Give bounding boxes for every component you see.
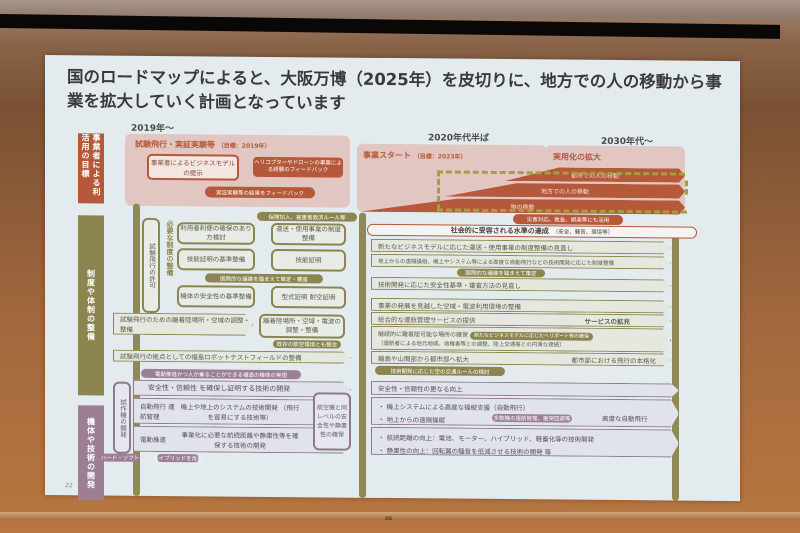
insurance-pill: 保険加入、被害者救済ルール等 [257, 211, 357, 222]
electric-aircraft-pill: 電動推進かつ人が乗ることができる構造の機体の実現 [141, 368, 301, 380]
period-2020s: 2020年代半ば [428, 133, 490, 144]
hardsoft-pill: ハード・ソフト [100, 453, 140, 462]
category-goal: 事業者による利活用の目標 [78, 133, 104, 204]
business-model-box: 事業者によるビジネスモデルの提示 [147, 153, 239, 181]
service-expand-label: サービスの拡充 [584, 317, 630, 326]
trial-permit-box: 試験飛行の許可 [142, 217, 160, 314]
landing-site-trial-bar: 試験飛行のための離着陸場所・空域の調整・整備 [113, 313, 253, 336]
onboard-text: ・ 機上システムによる高度な操縦支援（自動飛行） [378, 402, 530, 413]
aircraft-level-box: 航空機と同レベルの安全性や静粛性の確保 [313, 392, 351, 451]
social-acceptance-note: （安全、騒音、環境等） [552, 229, 614, 236]
heli-feedback-box: ヘリコプターやドローンの事業による経験のフィードバック [253, 156, 343, 178]
skill-cert-box: 技能証明 [271, 248, 346, 272]
advanced-auto-label: 高度な自動飛行 [602, 414, 648, 424]
multi-pill: 多数機の運航管理、衝突回避等 [492, 414, 572, 423]
result-feedback-pill: 実証実験等の結果をフィードバック [205, 186, 315, 199]
dashed-line-vertical [437, 170, 440, 211]
timeline-rail-2030s [672, 228, 679, 501]
prototype-box: 試作機の開発 [113, 381, 131, 454]
social-acceptance-label: 社会的に受容される水準の達成 [450, 226, 549, 236]
social-acceptance-bar: 社会的に受容される水準の達成 （安全、騒音、環境等） [367, 223, 697, 239]
bar-remote: 地上からの遠隔操縦、機上やシステム等による高度な自動飛行などの技術開発に応じた制… [371, 254, 671, 270]
projected-slide: 国のロードマップによると、大阪万博（2025年）を皮切りに、地方での人の移動から… [45, 55, 740, 502]
intl-pill: 国際的な議論を踏まえて策定・審査 [205, 273, 323, 284]
trial-title: 試験飛行・実証実験等 [135, 139, 215, 150]
disaster-pill: 災害対応、救急、娯楽等にも活用 [513, 214, 623, 226]
bar-traffic-mgmt: 総合的な運航管理サービスの提供 サービスの拡充 [371, 312, 671, 328]
intl-pill-2: 国際的な議論を踏まえて策定 [457, 268, 545, 278]
bar-landing-secure: 継続的に離着陸可能な場所の確保 新たなビジネスモデルに応じたヘリポート等の確保 … [371, 326, 671, 353]
existing-airport-pill: 既存の航空環境とも整合 [273, 339, 341, 349]
screen-bottom-rail [0, 512, 800, 520]
landing-note: （運航者による地元地域、地権者等との調整、陸上交通等との円滑な接続） [378, 340, 565, 349]
bar-new-business: 新たなビジネスモデルに応じた運送・使用事業の制度整備の見直し [371, 239, 671, 255]
auto-dev-text: 機上や地上のシステムの技術開発 （飛行を容易にする技術等） [180, 403, 300, 422]
period-2019: 2019年〜 [131, 123, 175, 135]
fukushima-bar: 試験飛行の拠点としての福島ロボットテストフィールドの整備 [113, 350, 351, 364]
slide-title: 国のロードマップによると、大阪万博（2025年）を皮切りに、地方での人の移動から… [67, 67, 722, 113]
traffic-mgmt-label: 総合的な運航管理サービスの提供 [378, 315, 476, 325]
traffic-rule-pill: 技術開発に応じた空の交通ルールの検討 [375, 365, 505, 377]
bar-safety-improve: 安全性・信頼性の更なる向上 [371, 381, 679, 398]
projector-logo: ɑs [385, 515, 392, 522]
electric-label: 電動推進 [140, 435, 166, 445]
transport-business-box: 運送・使用事業の制度整備 [271, 222, 346, 246]
bar-auto-flight: ・ 機上システムによる高度な操縦支援（自動飛行） ・ 地上からの遠隔操縦 多数機… [371, 397, 679, 428]
rural-to-city-label: 離島や山間部から都市部へ拡大 [378, 354, 469, 364]
page-number: 22 [65, 482, 73, 490]
airframe-standard-box: 機体の安全性の基準整備 [177, 285, 255, 308]
quiet-text: ・ 静粛性の向上：回転翼の騒音を低減させる技術の開発 等 [378, 446, 552, 457]
dashed-line-right [685, 180, 688, 195]
category-institution: 制度や体制の整備 [78, 215, 104, 396]
city-full-label: 都市部における飛行の本格化 [571, 356, 656, 365]
trial-panel: 試験飛行・実証実験等 （目標：2019年） 事業者によるビジネスモデルの提示 ヘ… [125, 133, 350, 208]
expand-title: 実用化の拡大 [553, 152, 601, 162]
auto-label: 自動飛行 運航管理 [140, 402, 175, 421]
bar-safety-review: 技術開発に応じた安全性基準・審査方法の見直し [371, 277, 671, 293]
landing-site-box: 離着陸場所・空域・電波の調整・整備 [259, 313, 345, 339]
timeline-rail-2020s [359, 212, 366, 498]
start-title: 事業スタート [363, 150, 411, 161]
bar-airspace: 事業の発展を見越した空域・電波利用環境の整備 [371, 298, 671, 314]
landing-secure-label: 継続的に離着陸可能な場所の確保 [378, 330, 469, 339]
trial-target: （目標：2019年） [217, 142, 271, 150]
range-text: ・ 航続距離の向上：電池、モーター、ハイブリッド、軽量化等の技術開発 [378, 433, 595, 444]
skill-standard-box: 技能証明の基準整備 [177, 248, 255, 271]
user-benefit-box: 利用者利便の確保のあり方検討 [177, 222, 255, 245]
hybrid-pill: ハイブリッドを含む [153, 453, 203, 463]
bar-electric: ・ 航続距離の向上：電池、モーター、ハイブリッド、軽量化等の技術開発 ・ 静粛性… [371, 427, 679, 458]
electric-dev-text: 事業化に必要な航続距離や静粛性等を確保する技術の開発 [181, 431, 299, 450]
type-cert-box: 型式証明 耐空証明 [271, 285, 346, 309]
start-target: （目標：2023年） [413, 153, 467, 161]
ceiling [0, 0, 800, 18]
needed-systems-label: 必要な制度の整備 [166, 220, 174, 277]
bar-rural-to-city: 離島や山間部から都市部へ拡大 都市部における飛行の本格化 [371, 351, 671, 367]
